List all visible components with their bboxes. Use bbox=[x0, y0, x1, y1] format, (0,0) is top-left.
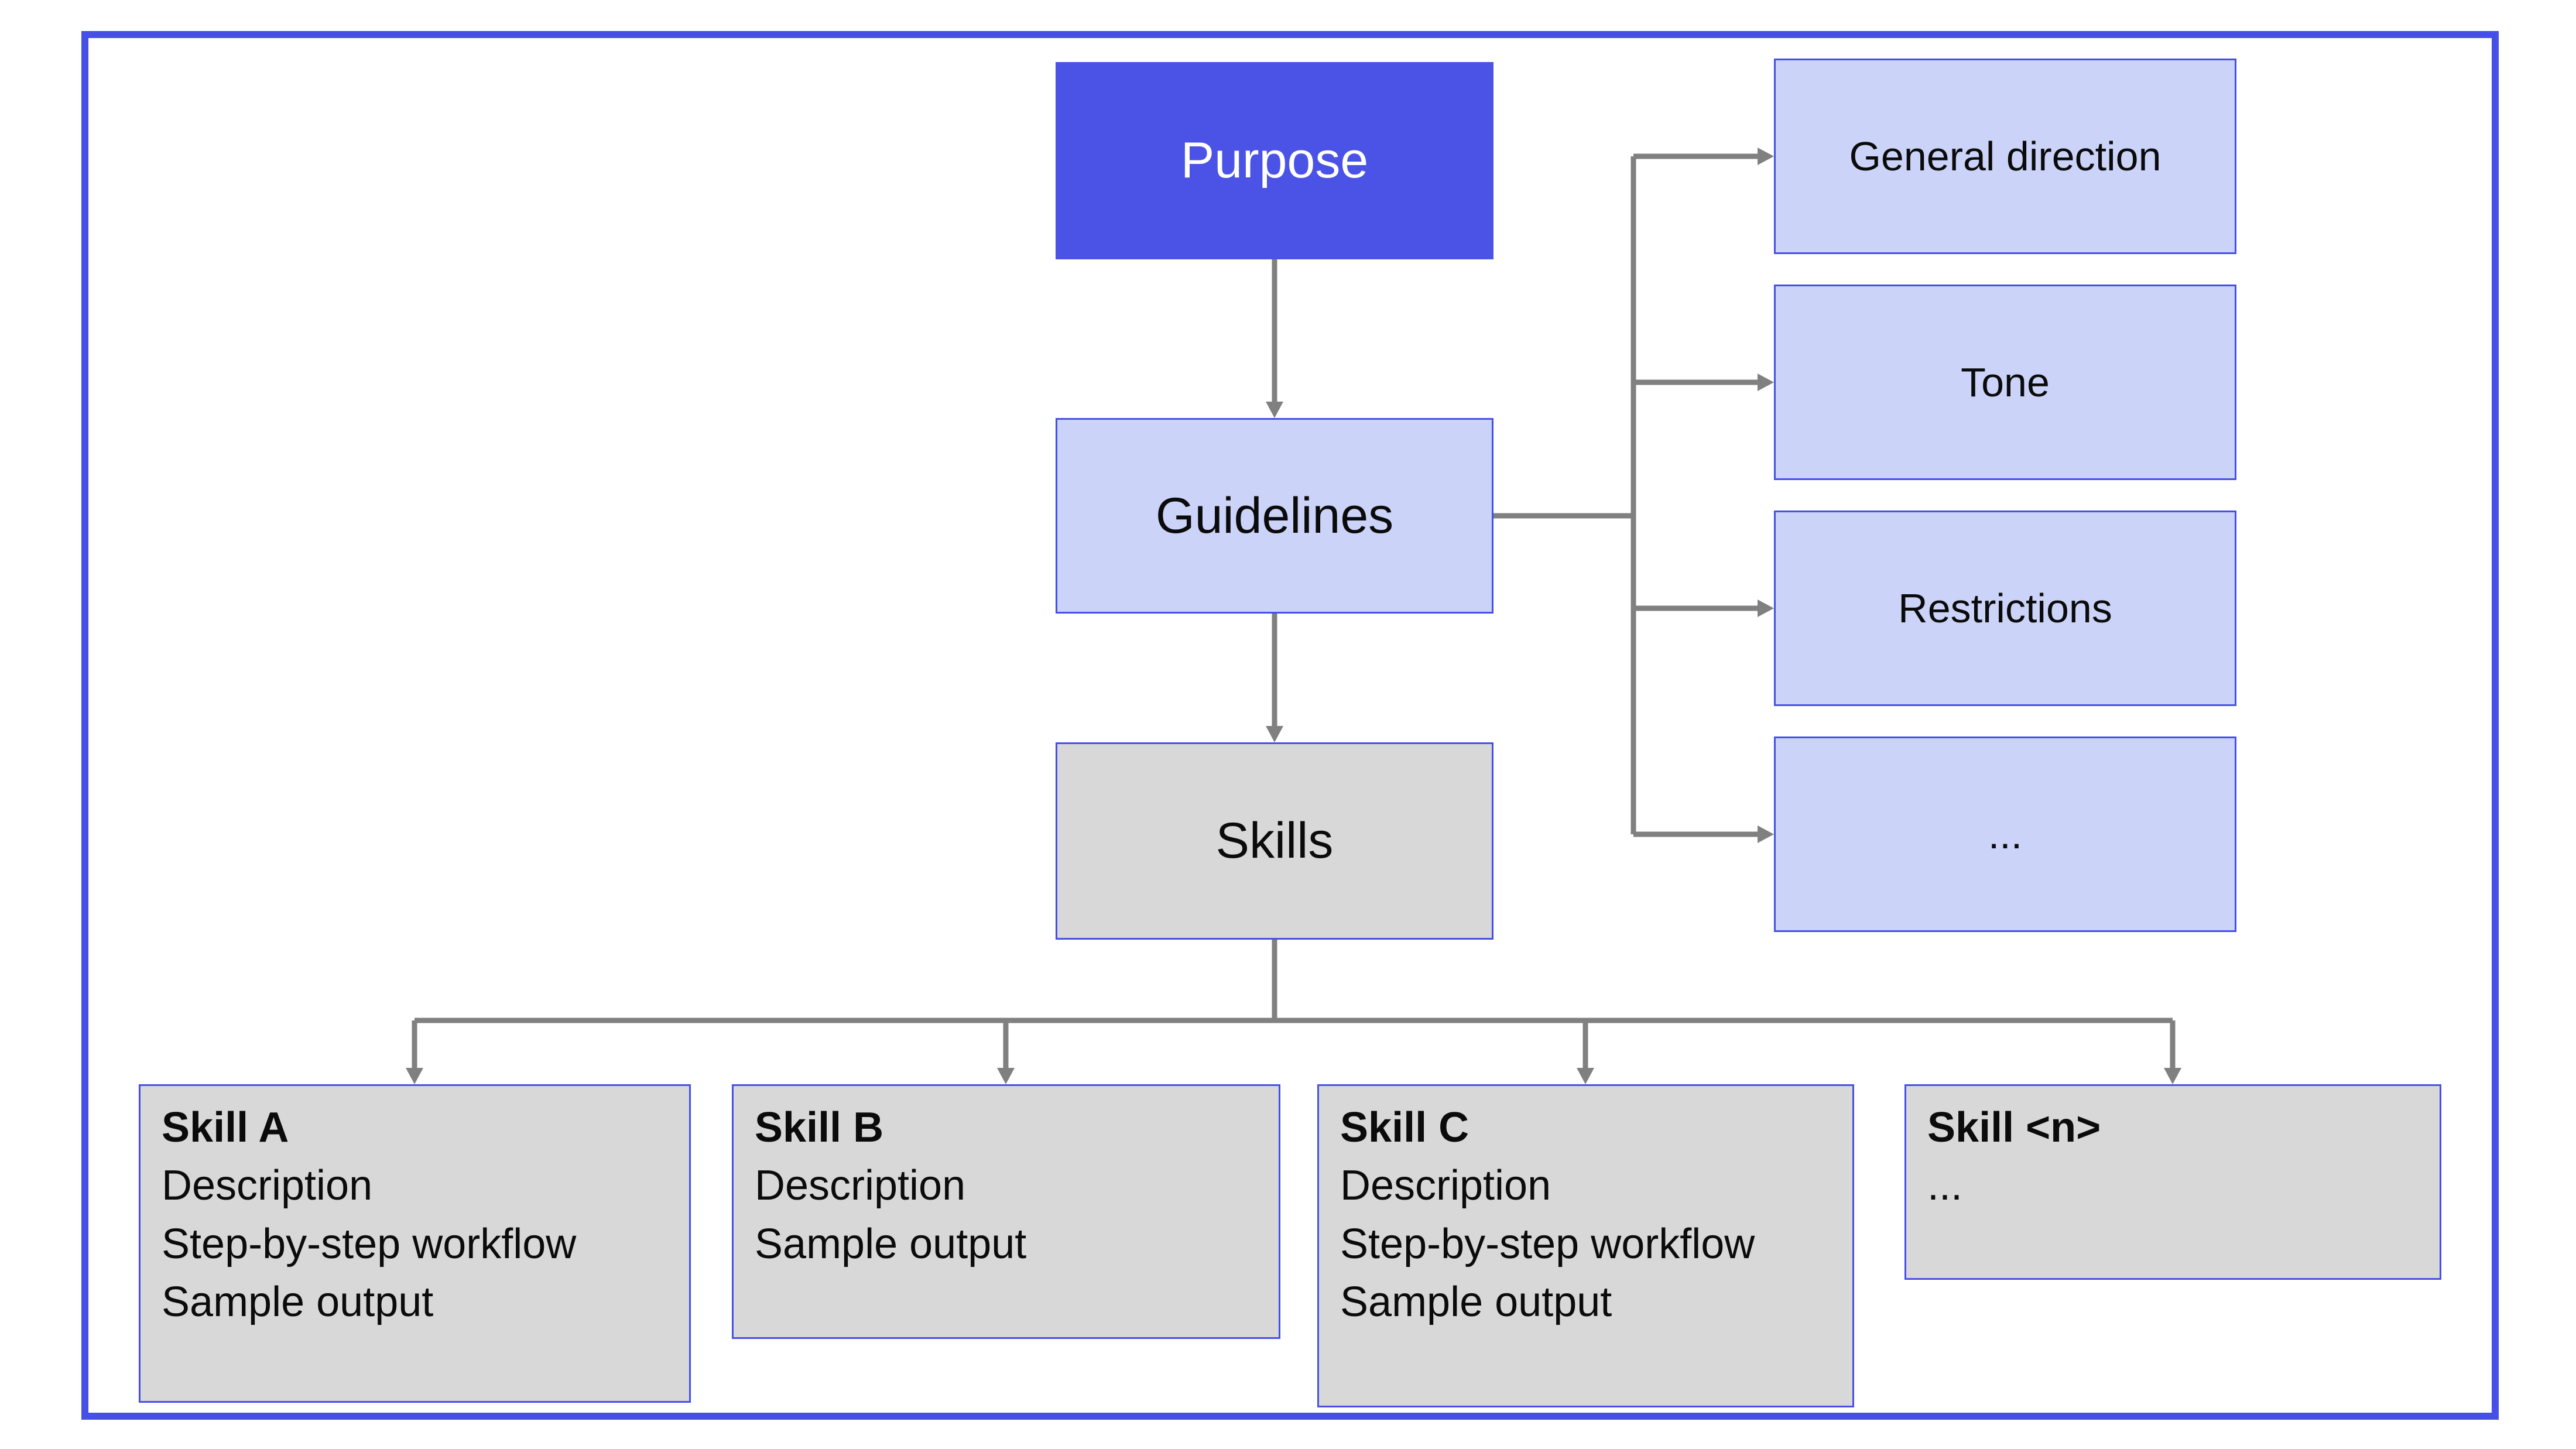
skill-n-title: Skill <n> bbox=[1927, 1104, 2101, 1151]
node-general-direction-label: General direction bbox=[1849, 133, 2161, 179]
skill-b-title: Skill B bbox=[755, 1104, 884, 1151]
connector-branch-skill-b bbox=[997, 1020, 1015, 1084]
node-skill-a: Skill A Description Step-by-step workflo… bbox=[139, 1084, 691, 1403]
connector-guidelines-trunk bbox=[1493, 156, 1636, 834]
skill-a-line: Description bbox=[162, 1162, 373, 1210]
node-guidelines-label: Guidelines bbox=[1155, 487, 1394, 544]
connector-trunk-tone bbox=[1633, 374, 1774, 391]
connector-skills-branch bbox=[415, 940, 2173, 1023]
skill-b-line: Sample output bbox=[755, 1220, 1027, 1268]
node-purpose: Purpose bbox=[1056, 62, 1493, 259]
node-skills-label: Skills bbox=[1215, 813, 1334, 869]
node-tone: Tone bbox=[1774, 285, 2236, 480]
connector-purpose-guidelines bbox=[1266, 259, 1283, 418]
node-tone-label: Tone bbox=[1961, 359, 2050, 405]
skill-c-line: Description bbox=[1340, 1162, 1551, 1210]
node-general-direction: General direction bbox=[1774, 59, 2236, 254]
node-guidelines: Guidelines bbox=[1056, 418, 1493, 614]
skill-a-title: Skill A bbox=[162, 1104, 289, 1151]
node-purpose-label: Purpose bbox=[1180, 132, 1369, 189]
node-restrictions: Restrictions bbox=[1774, 511, 2236, 706]
connector-branch-skill-c bbox=[1577, 1020, 1594, 1084]
node-skill-c: Skill C Description Step-by-step workflo… bbox=[1317, 1084, 1854, 1407]
connector-guidelines-skills bbox=[1266, 614, 1283, 742]
node-guidelines-ellipsis: ... bbox=[1774, 737, 2236, 932]
connector-trunk-restrictions bbox=[1633, 600, 1774, 617]
node-restrictions-label: Restrictions bbox=[1898, 585, 2112, 631]
node-skill-n: Skill <n> ... bbox=[1904, 1084, 2441, 1280]
connector-branch-skill-a bbox=[406, 1020, 423, 1084]
node-skill-b: Skill B Description Sample output bbox=[732, 1084, 1280, 1339]
skill-n-line: ... bbox=[1927, 1162, 1963, 1210]
connector-branch-skill-n bbox=[2164, 1020, 2181, 1084]
connector-trunk-ellipsis bbox=[1633, 825, 1774, 843]
skill-c-title: Skill C bbox=[1340, 1104, 1469, 1151]
skill-a-line: Step-by-step workflow bbox=[162, 1220, 577, 1268]
skill-b-line: Description bbox=[755, 1162, 966, 1210]
node-skills: Skills bbox=[1056, 742, 1493, 940]
skill-c-line: Step-by-step workflow bbox=[1340, 1220, 1755, 1268]
connector-trunk-general-direction bbox=[1633, 148, 1774, 165]
skill-a-line: Sample output bbox=[162, 1279, 434, 1326]
skill-c-line: Sample output bbox=[1340, 1279, 1612, 1326]
node-guidelines-ellipsis-label: ... bbox=[1988, 811, 2023, 857]
